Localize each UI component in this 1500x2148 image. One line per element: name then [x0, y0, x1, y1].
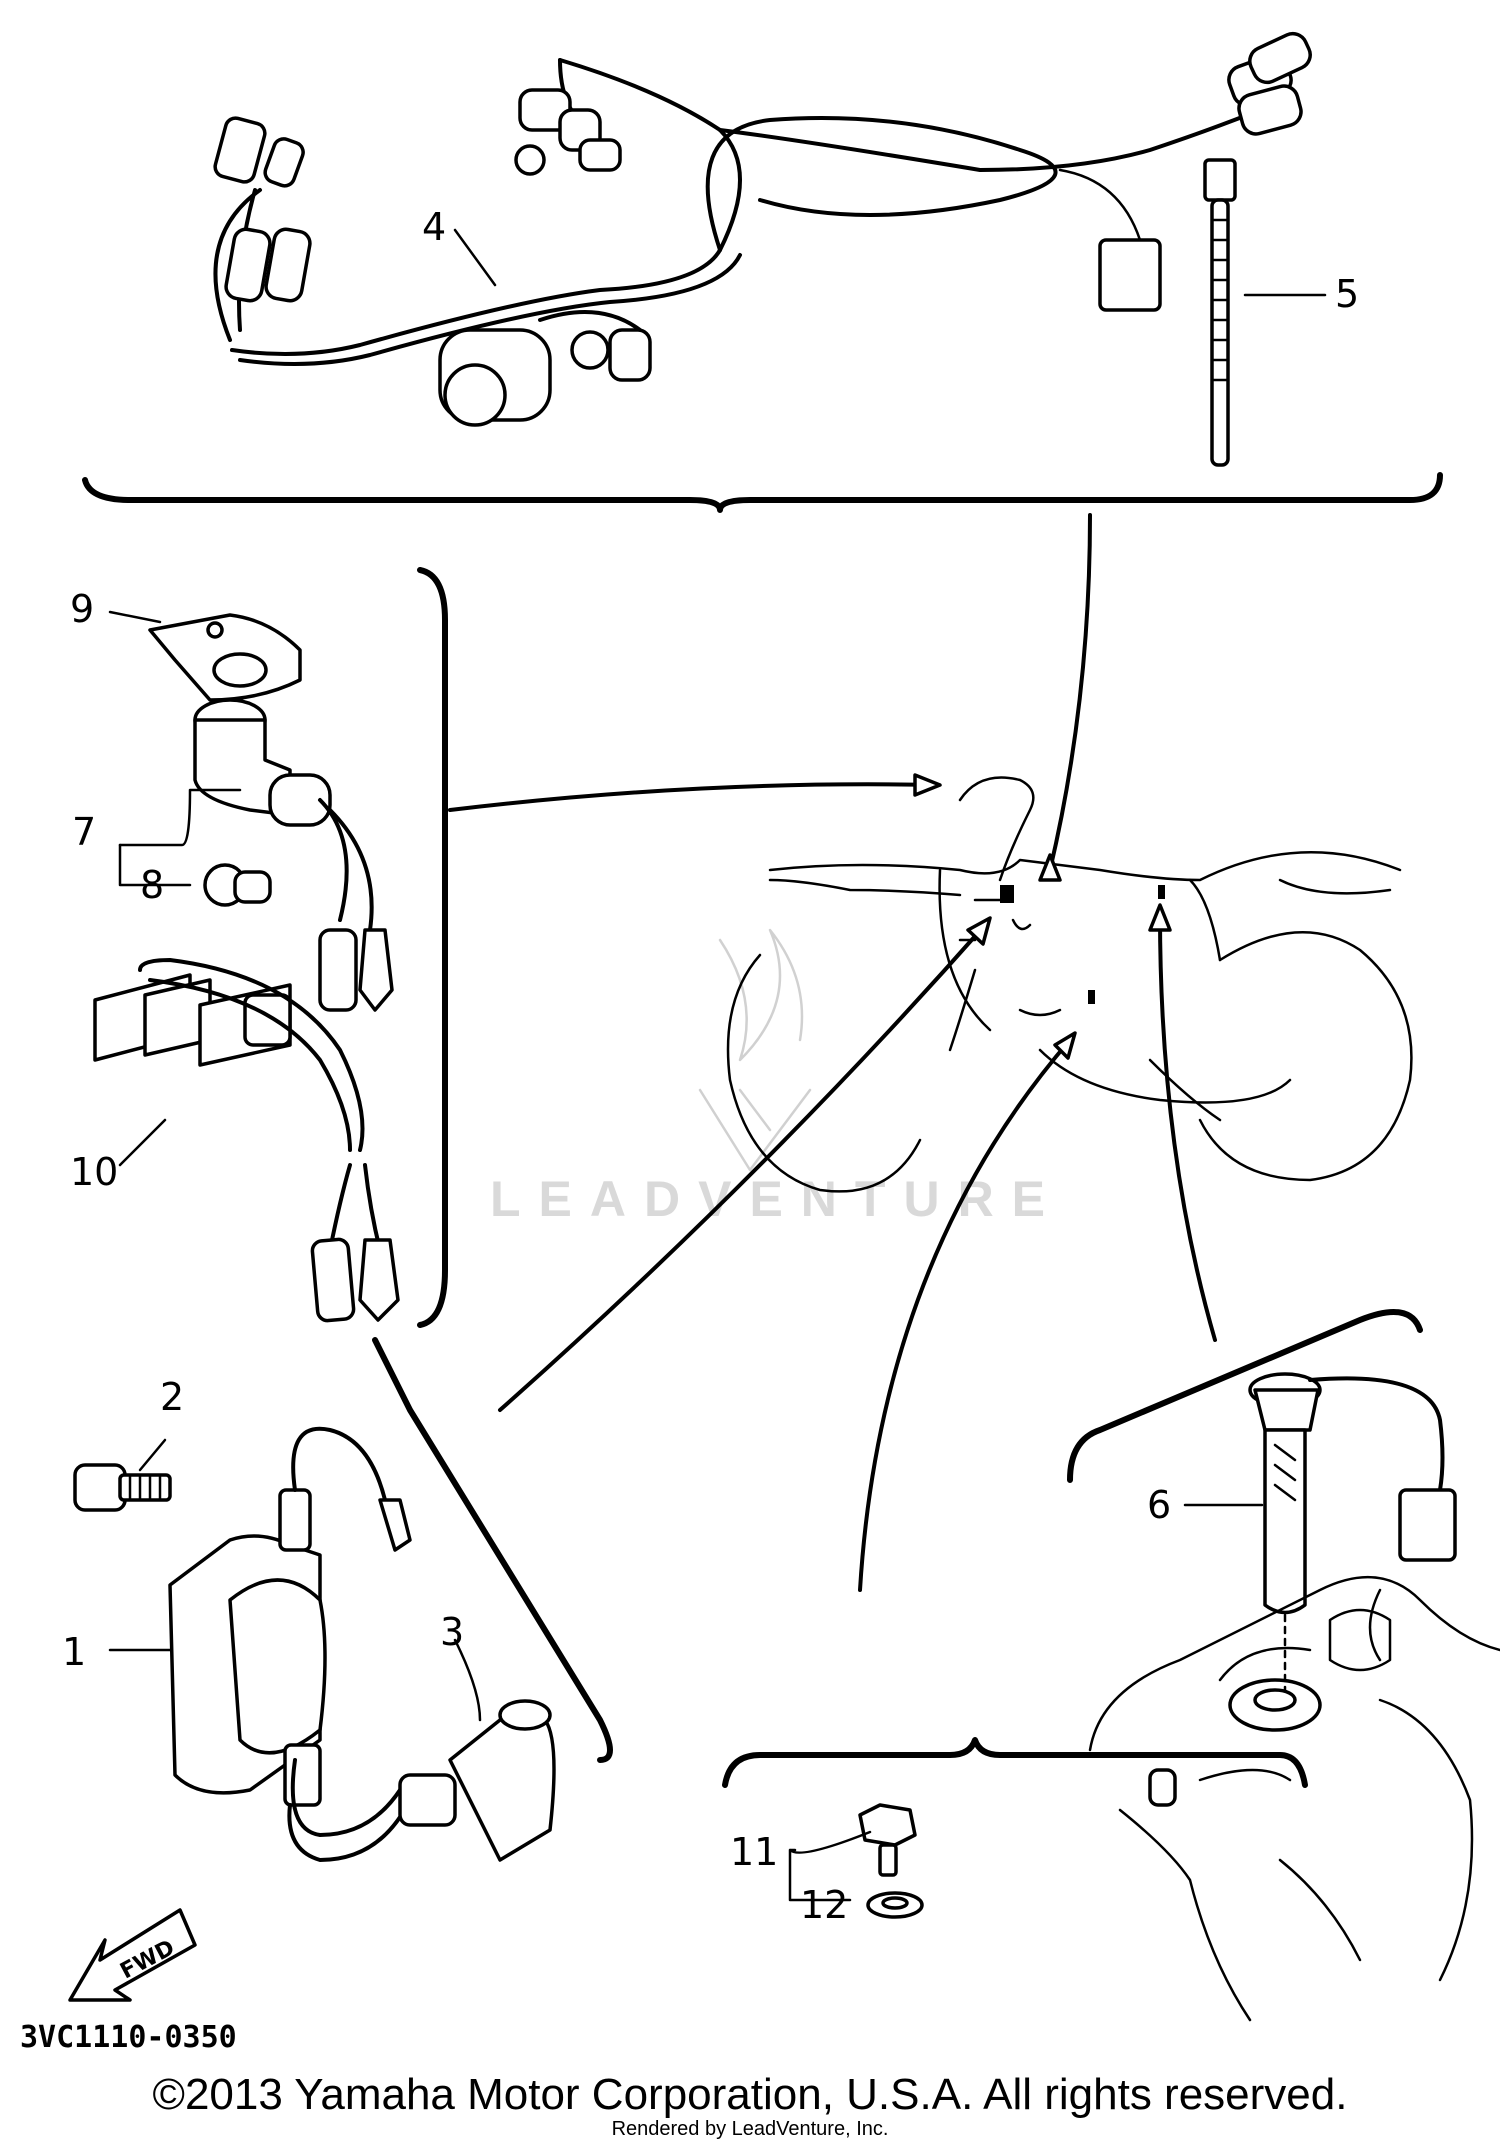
fuel-sender-6	[1248, 1372, 1457, 1615]
diagram-code: 3VC1110-0350	[20, 2020, 237, 2055]
callout-8: 8	[140, 863, 164, 907]
callout-1: 1	[62, 1630, 86, 1674]
callout-6: 6	[1147, 1483, 1171, 1527]
wire-harness	[213, 31, 1312, 427]
callout-2: 2	[160, 1375, 184, 1419]
ignition-coil-1	[168, 1426, 412, 1862]
bolt-2	[73, 1463, 172, 1512]
cdi-10	[93, 958, 400, 1323]
motorcycle-outline	[726, 776, 1413, 1193]
bracket-ignition	[372, 1337, 613, 1763]
callout-5: 5	[1335, 272, 1359, 316]
callout-10: 10	[70, 1150, 118, 1194]
bracket-top	[82, 472, 1443, 513]
bolt-11	[858, 1803, 917, 1877]
cap-8	[203, 863, 272, 907]
callout-4: 4	[422, 205, 446, 249]
leader-to-bolt	[858, 1038, 1072, 1592]
callout-12: 12	[800, 1883, 848, 1927]
switch-7	[193, 698, 394, 1012]
bracket-bolt	[722, 1737, 1308, 1788]
washer-12	[866, 1891, 924, 1919]
callout-9: 9	[70, 587, 94, 631]
leader-to-fuel	[1158, 913, 1217, 1342]
watermark-logo	[698, 928, 812, 1172]
callout-7: 7	[72, 810, 96, 854]
rendered-by-text: Rendered by LeadVenture, Inc.	[611, 2118, 889, 2140]
bracket-fuel	[1067, 1309, 1423, 1483]
leader-to-ignition	[498, 923, 987, 1412]
bracket-left	[417, 567, 448, 1328]
callout-3: 3	[440, 1610, 464, 1654]
leader-to-switch	[448, 782, 937, 812]
fuel-tank	[1088, 1575, 1500, 2022]
cable-tie	[1203, 158, 1237, 467]
plate-9	[148, 613, 302, 702]
fwd-arrow-icon: FWD	[68, 1908, 197, 2002]
plug-cap-3	[398, 1699, 556, 1862]
leader-to-harness	[1048, 513, 1092, 872]
callout-11: 11	[730, 1830, 778, 1874]
copyright-text: ©2013 Yamaha Motor Corporation, U.S.A. A…	[152, 2070, 1348, 2119]
